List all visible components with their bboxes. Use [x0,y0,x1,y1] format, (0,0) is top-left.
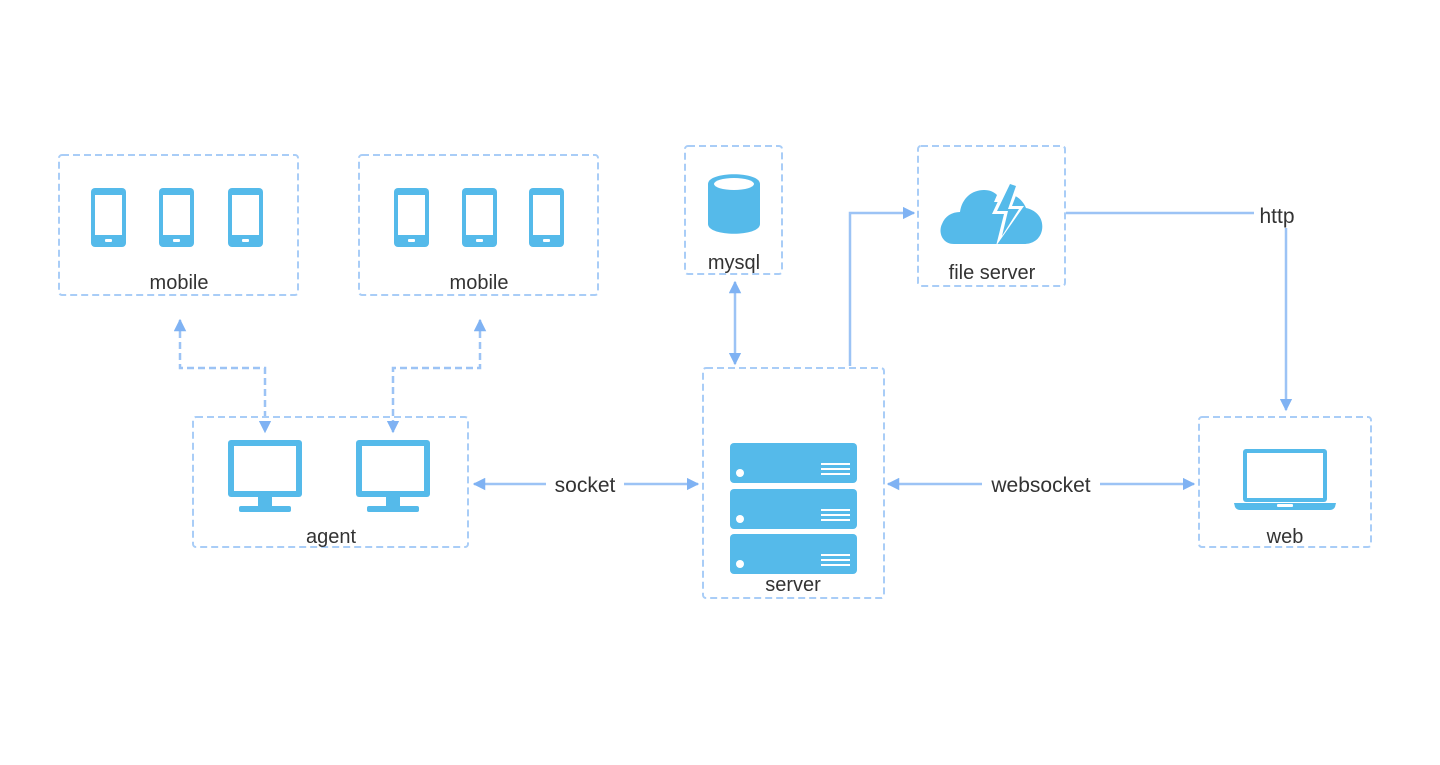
node-label: mobile [150,272,209,294]
node-label: mobile [450,272,509,294]
edge-agent-server: socket [472,470,700,498]
node-label: mysql [708,252,760,274]
smartphone-icon [228,188,263,247]
edge-label-http: http [1259,205,1294,228]
edge-fileserver-web: http [1066,200,1300,412]
edge-agent-mobile1 [173,318,272,434]
database-icon [708,174,760,234]
node-label: file server [949,262,1036,284]
edge-agent-mobile2 [386,318,487,434]
node-mobile-1[interactable]: mobile [58,154,299,296]
node-label: server [765,574,821,596]
monitor-icon [228,440,302,512]
node-label: web [1266,526,1304,548]
edge-label-socket: socket [555,474,616,497]
node-server[interactable]: server [702,367,885,599]
smartphone-icon [91,188,126,247]
node-web[interactable]: web [1198,416,1372,548]
smartphone-icon [159,188,194,247]
smartphone-icon [394,188,429,247]
smartphone-icon [529,188,564,247]
node-mobile-2[interactable]: mobile [358,154,599,296]
smartphone-icon [462,188,497,247]
laptop-icon [1234,449,1336,510]
edge-server-web: websocket [886,470,1196,498]
server-rack-icon [730,443,857,574]
monitor-icon [356,440,430,512]
node-label: agent [306,526,356,548]
edge-server-fileserver [848,206,916,366]
edge-label-websocket: websocket [990,474,1090,497]
cloud-lightning-icon [940,180,1043,246]
node-agent[interactable]: agent [192,416,469,548]
node-file-server[interactable]: file server [917,145,1066,287]
node-mysql[interactable]: mysql [684,145,783,275]
